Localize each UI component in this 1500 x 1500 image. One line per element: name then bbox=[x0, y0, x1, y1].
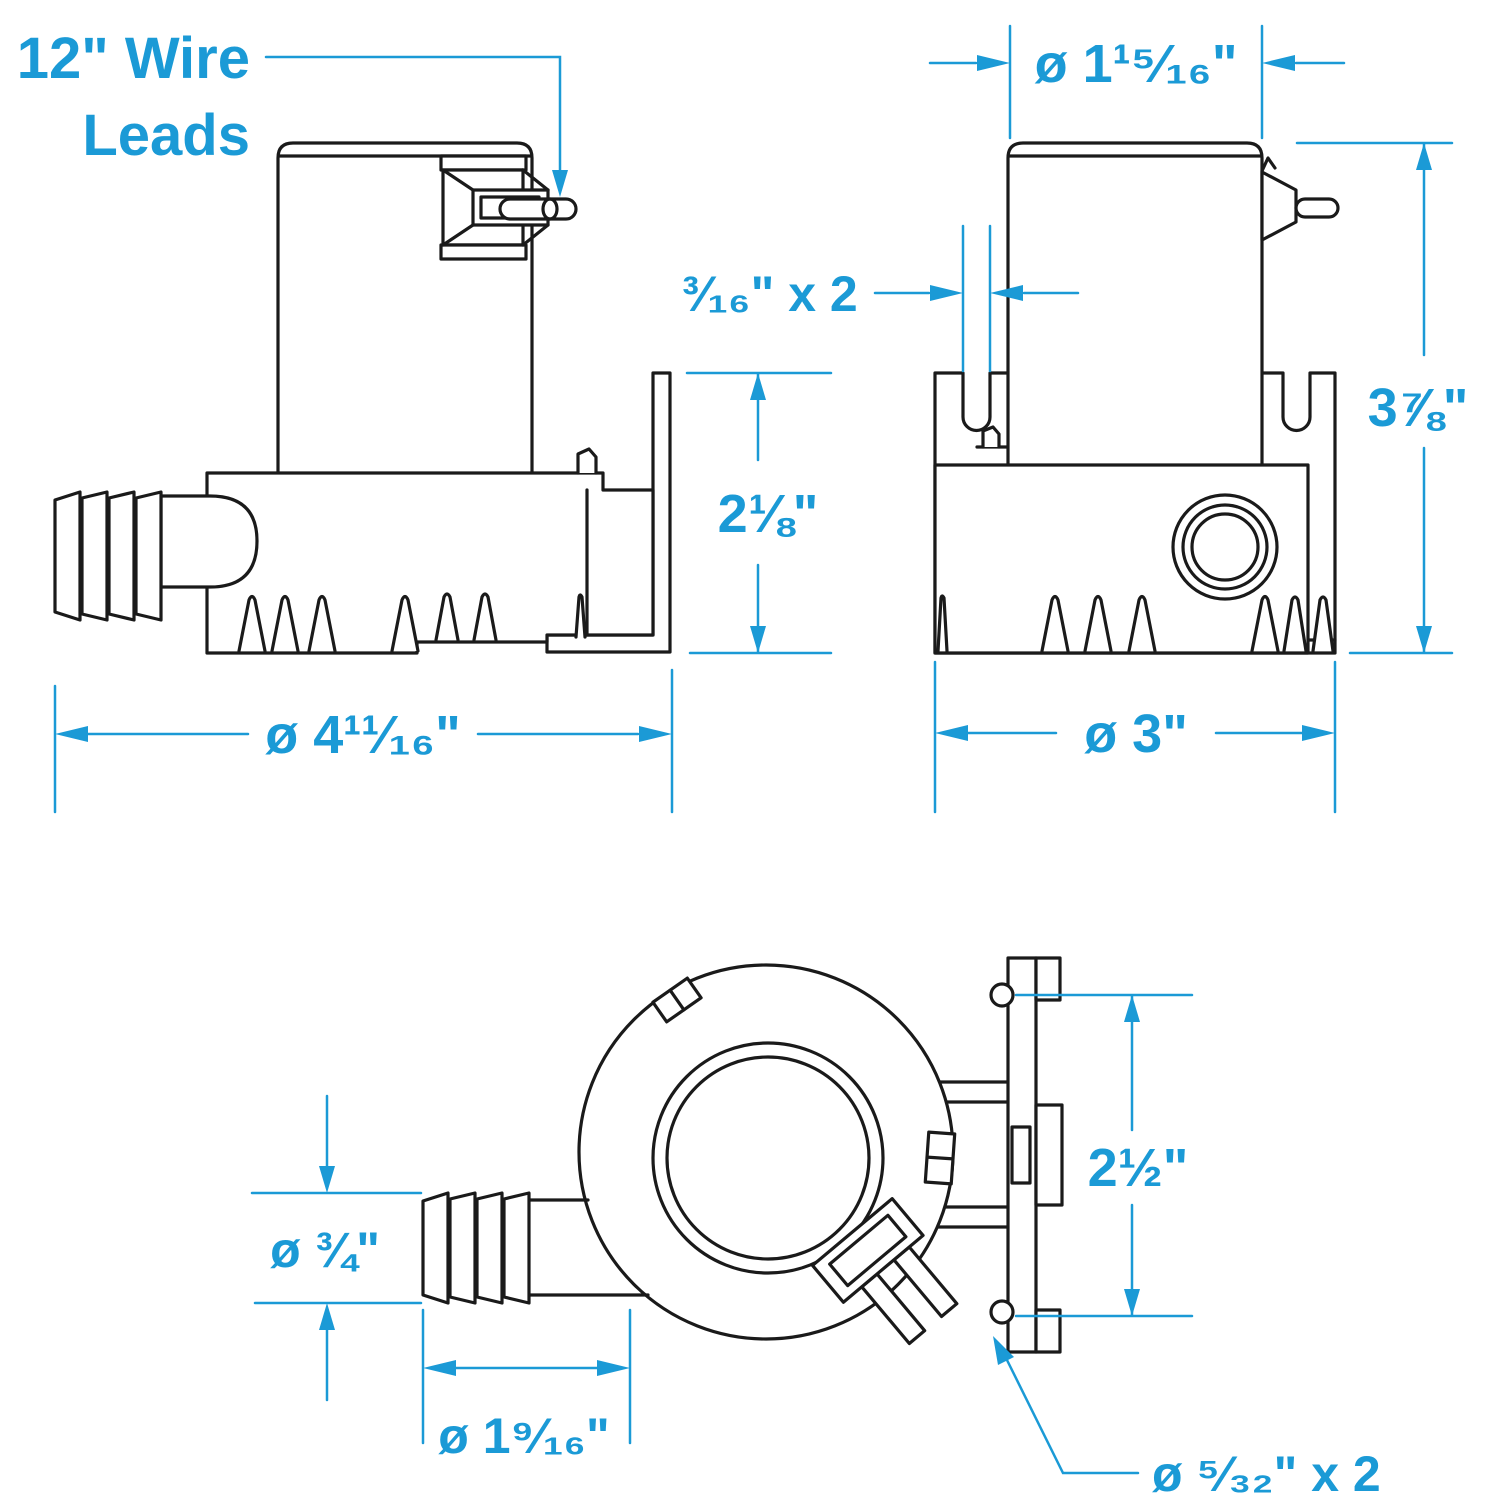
dimension-mount-slot bbox=[873, 224, 1080, 373]
side-slot bbox=[923, 1130, 957, 1186]
top-view bbox=[421, 956, 1064, 1354]
dimension-motor-diameter bbox=[928, 24, 1346, 140]
dimension-hole-diameter bbox=[993, 1336, 1140, 1475]
strainer-ring-inner bbox=[665, 1055, 871, 1261]
dimensions bbox=[53, 24, 1454, 1475]
arrow-up-icon bbox=[750, 373, 766, 400]
arrow-right-icon bbox=[639, 726, 672, 742]
dimension-bracket-height bbox=[685, 371, 833, 655]
wire-leads-leader bbox=[264, 55, 562, 172]
float-tab bbox=[576, 447, 598, 475]
front-view bbox=[933, 141, 1340, 655]
motor-body-front bbox=[1006, 141, 1264, 467]
outlet-port bbox=[1171, 493, 1279, 601]
hose-barb-top bbox=[421, 1191, 650, 1305]
side-view bbox=[53, 141, 672, 655]
mounting-hole-bottom bbox=[989, 1299, 1015, 1325]
dimension-hole-spacing bbox=[1014, 993, 1194, 1318]
dimension-labels: 12" Wire Leads 2⅛" ø 4¹¹⁄₁₆" ø 1¹⁵⁄₁₆" ³… bbox=[17, 26, 1469, 1500]
dimension-base-diameter bbox=[53, 668, 674, 814]
connector-pin bbox=[498, 197, 578, 221]
arrow-down-icon bbox=[750, 626, 766, 653]
mounting-hole-top bbox=[989, 982, 1015, 1008]
arrow-down-icon bbox=[1416, 626, 1432, 653]
hole-diameter-label: ø ⁵⁄₃₂" x 2 bbox=[1152, 1446, 1381, 1500]
motor-diameter-label: ø 1¹⁵⁄₁₆" bbox=[1035, 34, 1238, 94]
arrow-right-icon bbox=[930, 285, 963, 301]
arrow-left-icon bbox=[423, 1360, 456, 1376]
wire-leads-label-line1: 12" Wire bbox=[17, 26, 250, 91]
arrow-left-icon bbox=[935, 725, 968, 741]
pump-housing-circle bbox=[577, 963, 955, 1341]
float-tab-front bbox=[981, 425, 1001, 449]
hole-spacing-label: 2½" bbox=[1088, 1138, 1189, 1198]
connector-pin-front bbox=[1294, 197, 1340, 219]
arrow-right-icon bbox=[1302, 725, 1335, 741]
arrow-up-icon bbox=[1416, 143, 1432, 170]
dimension-outlet-diameter bbox=[250, 1094, 423, 1402]
arrow-right-icon bbox=[977, 55, 1010, 71]
wire-connector bbox=[439, 154, 578, 261]
bracket-height-label: 2⅛" bbox=[718, 484, 819, 544]
dimension-strainer-diameter bbox=[933, 660, 1337, 814]
mount-slot-label: ³⁄₁₆" x 2 bbox=[682, 266, 858, 322]
strainer-slots bbox=[237, 592, 587, 653]
arrow-left-icon bbox=[55, 726, 88, 742]
wire-connector-top bbox=[810, 1197, 959, 1346]
strainer-slots-front bbox=[936, 594, 1335, 653]
base-diameter-label: ø 4¹¹⁄₁₆" bbox=[265, 705, 460, 765]
arrow-left-icon bbox=[1262, 55, 1295, 71]
arrow-down-icon bbox=[1124, 1289, 1140, 1316]
hose-barb-outlet bbox=[53, 490, 259, 622]
outlet-length-label: ø 1⁹⁄₁₆" bbox=[438, 1408, 609, 1464]
arrow-right-icon bbox=[597, 1360, 630, 1376]
wire-connector-front bbox=[1260, 156, 1340, 242]
arrow-up-icon bbox=[319, 1303, 335, 1330]
arrow-up-left-icon bbox=[993, 1336, 1014, 1365]
strainer-diameter-label: ø 3" bbox=[1084, 704, 1188, 764]
outlet-diameter-label: ø ¾" bbox=[270, 1222, 380, 1278]
arrow-down-icon bbox=[319, 1166, 335, 1193]
dimension-overall-height bbox=[1295, 141, 1454, 655]
rim-slot bbox=[651, 976, 703, 1024]
arrow-up-icon bbox=[1124, 995, 1140, 1022]
strainer-ring-outer bbox=[651, 1041, 885, 1275]
arrow-down-icon bbox=[552, 170, 568, 197]
overall-height-label: 3⅞" bbox=[1368, 378, 1469, 438]
dimension-outlet-length bbox=[421, 1308, 632, 1445]
mounting-plate bbox=[1006, 956, 1064, 1354]
arrow-left-icon bbox=[990, 285, 1023, 301]
wire-leads-label-line2: Leads bbox=[82, 103, 250, 168]
